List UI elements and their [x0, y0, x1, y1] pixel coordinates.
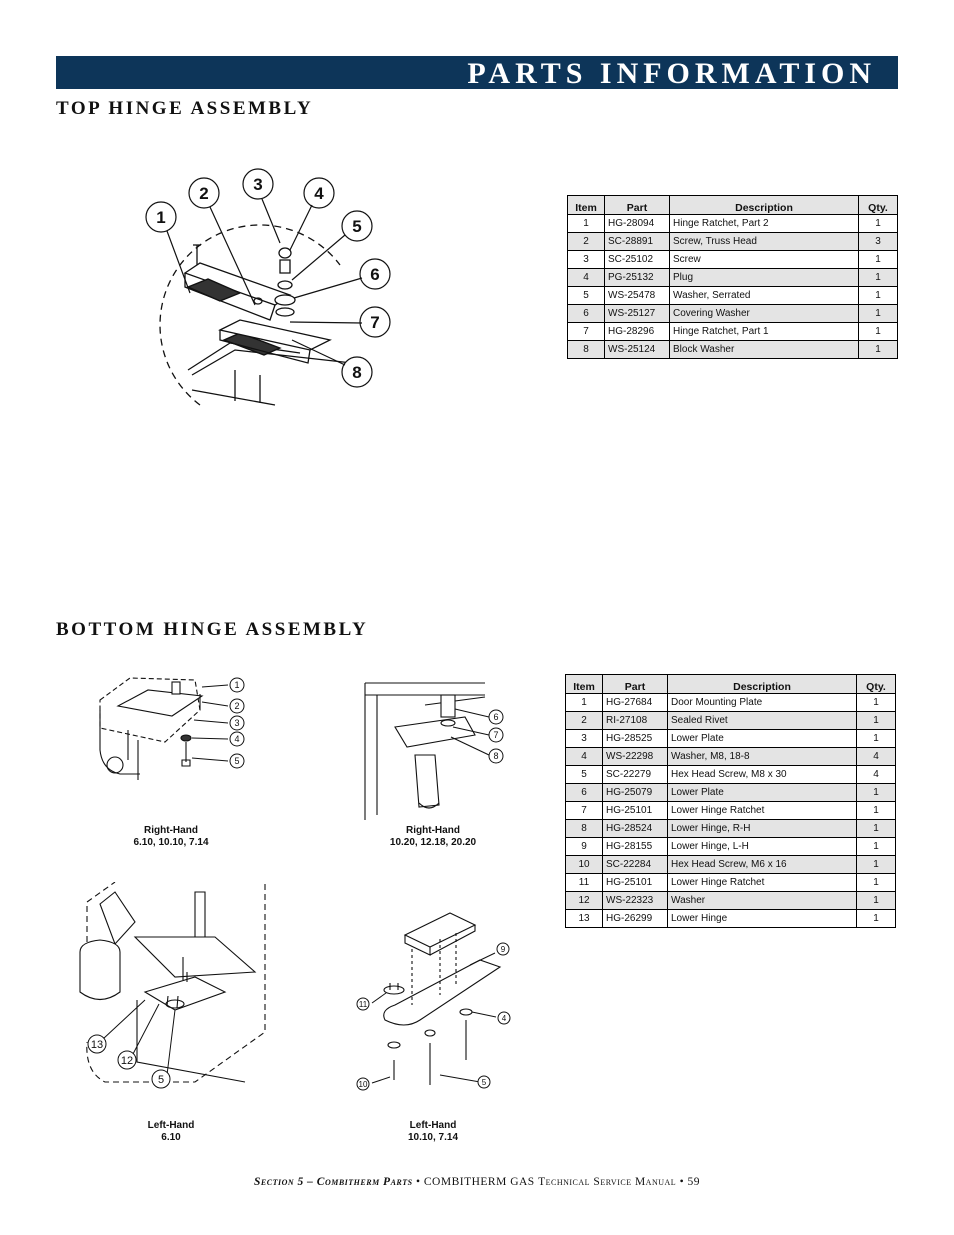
table-header-row: Item Part Description Qty.	[567, 195, 898, 215]
col-item: Item	[567, 195, 605, 215]
lh-large-callout-4: 4	[502, 1014, 507, 1023]
rh-small-callout-3: 3	[234, 718, 239, 728]
caption-rh-small: Right-Hand 6.10, 10.10, 7.14	[133, 825, 209, 848]
lh-small-callout-5: 5	[158, 1074, 164, 1086]
rh-small-callout-5: 5	[234, 756, 239, 766]
col-item: Item	[565, 674, 603, 694]
col-part: Part	[602, 674, 668, 694]
lh-large-callout-11: 11	[359, 1000, 368, 1009]
col-qty: Qty.	[858, 195, 898, 215]
page-title: PARTS INFORMATION	[467, 57, 876, 90]
bottom-hinge-heading: BOTTOM HINGE ASSEMBLY	[56, 619, 369, 640]
col-description: Description	[667, 674, 857, 694]
col-qty: Qty.	[856, 674, 896, 694]
footer-separator: •	[679, 1176, 685, 1188]
caption-rh-large: Right-Hand 10.20, 12.18, 20.20	[389, 825, 477, 848]
lh-large-callout-5: 5	[482, 1078, 487, 1087]
lh-large-diagram: 9 11 4 10 5	[356, 912, 511, 1091]
top-callout-3: 3	[253, 175, 262, 194]
header-banner: PARTS INFORMATION	[56, 56, 898, 90]
top-callout-2: 2	[199, 184, 208, 203]
lh-large-callout-9: 9	[501, 945, 506, 954]
caption-lh-small: Left-Hand 6.10	[147, 1120, 195, 1143]
top-hinge-heading: TOP HINGE ASSEMBLY	[56, 98, 314, 119]
lh-large-callout-10: 10	[359, 1080, 368, 1089]
page-number: 59	[687, 1176, 700, 1188]
top-callout-1: 1	[156, 208, 165, 227]
col-part: Part	[604, 195, 670, 215]
top-callout-8: 8	[352, 363, 361, 382]
rh-large-callout-8: 8	[493, 751, 498, 761]
rh-small-callout-2: 2	[234, 701, 239, 711]
top-callout-7: 7	[370, 313, 379, 332]
rh-small-callout-1: 1	[234, 680, 239, 690]
rh-large-callout-7: 7	[493, 730, 498, 740]
top-callout-6: 6	[370, 265, 379, 284]
page-footer: Section 5 – Combitherm Parts • COMBITHER…	[0, 1176, 954, 1188]
top-hinge-diagram	[159, 224, 371, 406]
top-callout-5: 5	[352, 217, 361, 236]
col-description: Description	[669, 195, 859, 215]
top-callout-4: 4	[314, 184, 324, 203]
footer-manual-name: COMBITHERM GAS	[423, 1176, 535, 1188]
footer-manual-type: Technical Service Manual	[538, 1176, 677, 1188]
rh-large-diagram: 6 7 8	[364, 682, 504, 820]
lh-small-callout-12: 12	[121, 1055, 133, 1067]
footer-section: Section 5 – Combitherm Parts	[254, 1176, 413, 1188]
lh-small-diagram: 13 12 5	[79, 882, 266, 1089]
top-callouts-layer: 1 2 3 4 5 6 7 8	[145, 168, 391, 388]
caption-lh-large: Left-Hand 10.10, 7.14	[407, 1120, 459, 1143]
rh-small-callout-4: 4	[234, 734, 239, 744]
lh-small-callout-13: 13	[91, 1039, 103, 1051]
footer-separator: •	[415, 1176, 421, 1188]
rh-small-diagram: 1 2 3 4 5	[99, 677, 245, 780]
table-header-row: Item Part Description Qty.	[565, 674, 896, 694]
rh-large-callout-6: 6	[493, 712, 498, 722]
